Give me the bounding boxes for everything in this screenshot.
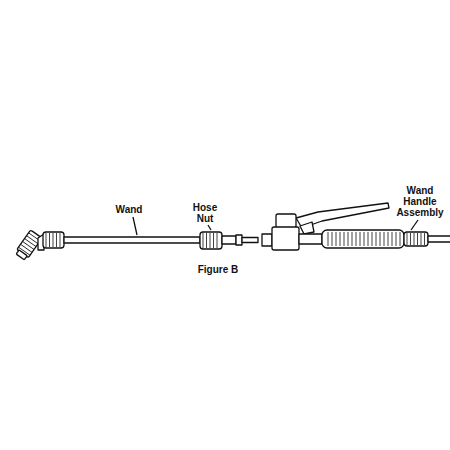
rib-stroke bbox=[380, 232, 381, 246]
handle-nut bbox=[404, 232, 428, 246]
fitting-collar bbox=[222, 236, 236, 244]
leader-line bbox=[208, 225, 211, 230]
rib-stroke bbox=[56, 233, 57, 247]
rib-stroke bbox=[217, 233, 218, 248]
rib-stroke bbox=[396, 232, 397, 246]
rib-stroke bbox=[421, 233, 422, 245]
rib-stroke bbox=[19, 247, 30, 255]
rib-stroke bbox=[344, 232, 345, 246]
hose-nut-ribs bbox=[203, 233, 217, 248]
rib-stroke bbox=[46, 233, 47, 247]
rib-stroke bbox=[368, 232, 369, 246]
handle-shaft bbox=[299, 234, 322, 244]
handle-grip bbox=[322, 230, 404, 248]
grip-ribs bbox=[328, 232, 400, 246]
rib-stroke bbox=[356, 232, 357, 246]
fitting-stem bbox=[242, 238, 258, 243]
part-label: Wand Handle Assembly bbox=[394, 185, 446, 218]
rib-stroke bbox=[400, 232, 401, 246]
valve-cap bbox=[276, 214, 296, 228]
leader-line bbox=[411, 220, 418, 230]
rib-stroke bbox=[340, 232, 341, 246]
rib-stroke bbox=[372, 232, 373, 246]
rib-stroke bbox=[424, 233, 425, 245]
rib-stroke bbox=[206, 233, 207, 248]
part-label: Wand bbox=[99, 204, 159, 215]
rib-stroke bbox=[364, 232, 365, 246]
valve-inlet bbox=[262, 234, 272, 246]
rib-stroke bbox=[332, 232, 333, 246]
rib-stroke bbox=[407, 233, 408, 245]
rib-stroke bbox=[21, 244, 32, 252]
wand-tube bbox=[64, 237, 200, 243]
hose-nut bbox=[200, 232, 222, 249]
rib-stroke bbox=[376, 232, 377, 246]
handle-nut-ribs bbox=[407, 233, 425, 245]
rib-stroke bbox=[203, 233, 204, 248]
rib-stroke bbox=[25, 239, 36, 247]
hose bbox=[428, 236, 450, 242]
rib-stroke bbox=[417, 233, 418, 245]
nozzle-tip bbox=[16, 250, 27, 260]
fitting-barb bbox=[236, 235, 242, 245]
nozzle-ribs bbox=[19, 233, 41, 255]
rib-stroke bbox=[414, 233, 415, 245]
valve-body bbox=[272, 227, 299, 250]
part-label: Hose Nut bbox=[188, 202, 222, 224]
rib-stroke bbox=[23, 241, 34, 249]
rib-stroke bbox=[410, 233, 411, 245]
rib-stroke bbox=[213, 233, 214, 248]
wand-nut-ribs bbox=[46, 233, 60, 247]
rib-stroke bbox=[49, 233, 50, 247]
rib-stroke bbox=[328, 232, 329, 246]
rib-stroke bbox=[360, 232, 361, 246]
wand-nut bbox=[43, 232, 64, 248]
rib-stroke bbox=[53, 233, 54, 247]
rib-stroke bbox=[60, 233, 61, 247]
rib-stroke bbox=[392, 232, 393, 246]
figure-caption: Figure B bbox=[198, 264, 239, 275]
rib-stroke bbox=[210, 233, 211, 248]
rib-stroke bbox=[348, 232, 349, 246]
rib-stroke bbox=[384, 232, 385, 246]
rib-stroke bbox=[388, 232, 389, 246]
rib-stroke bbox=[352, 232, 353, 246]
rib-stroke bbox=[336, 232, 337, 246]
leader-line bbox=[133, 217, 137, 235]
rib-stroke bbox=[27, 236, 38, 244]
lever-link bbox=[300, 222, 314, 234]
